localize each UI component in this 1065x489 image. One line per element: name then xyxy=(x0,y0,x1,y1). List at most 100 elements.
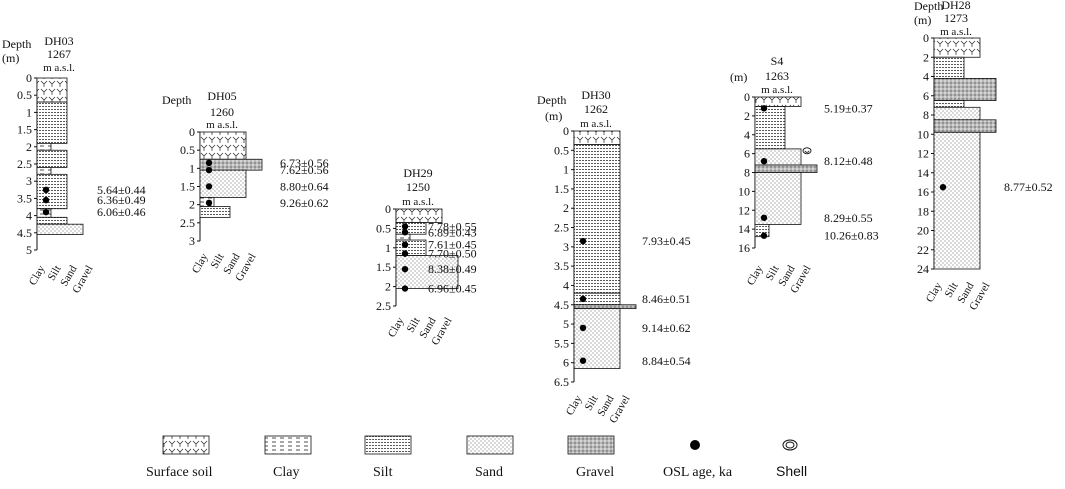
depth-tick-label: 24 xyxy=(917,262,929,276)
osl-sample-dot xyxy=(42,186,50,193)
osl-sample-dot xyxy=(760,157,768,165)
depth-tick-label: 5 xyxy=(563,317,569,331)
legend-swatch-gravel xyxy=(567,435,615,455)
osl-sample-dot xyxy=(42,196,50,204)
layer-silt xyxy=(754,106,786,150)
grain-size-label: Clay xyxy=(27,263,48,287)
osl-sample-dot xyxy=(760,214,768,221)
depth-tick-label: 4 xyxy=(923,70,929,84)
layer-silt xyxy=(395,239,427,256)
layer-silt xyxy=(199,206,231,218)
depth-tick-label: 12 xyxy=(917,147,929,161)
layer-sand xyxy=(933,131,981,270)
depth-tick-label: 1 xyxy=(563,163,569,177)
depth-tick-label: 10 xyxy=(917,127,929,141)
legend-label: Gravel xyxy=(576,465,614,480)
layer-sand xyxy=(36,223,84,235)
core-name: DH05 xyxy=(207,89,236,103)
depth-tick-label: 10 xyxy=(738,184,750,198)
legend-swatch-clay xyxy=(264,435,312,455)
layer-gravel xyxy=(573,304,637,310)
depth-tick-label: 8 xyxy=(923,108,929,122)
depth-tick-label: 6 xyxy=(744,147,750,161)
osl-age-label: 7.70±0.50 xyxy=(428,247,477,261)
grain-size-label: Clay xyxy=(190,251,211,275)
osl-sample-dot xyxy=(401,223,409,230)
depth-tick-label: 3 xyxy=(563,240,569,254)
osl-sample-dot xyxy=(401,241,409,248)
osl-age-label: 6.73±0.56 xyxy=(280,156,329,170)
osl-age-label: 8.38±0.49 xyxy=(428,262,477,276)
layer-silt xyxy=(36,216,68,225)
legend-label: Silt xyxy=(373,465,393,480)
core-elevation: 1260 xyxy=(210,105,234,119)
legend-swatch-sand xyxy=(466,435,514,455)
osl-age-label: 8.29±0.55 xyxy=(824,211,873,225)
depth-tick-label: 2.5 xyxy=(554,221,569,235)
depth-tick-label: 8 xyxy=(744,166,750,180)
depth-tick-label: 6 xyxy=(563,356,569,370)
depth-tick-label: 6.5 xyxy=(554,375,569,389)
osl-sample-dot xyxy=(579,295,587,303)
depth-tick-label: 2.5 xyxy=(376,299,391,313)
depth-tick-label: 2 xyxy=(189,198,195,212)
depth-tick-label: 3 xyxy=(189,234,195,248)
layer-silt xyxy=(36,101,68,144)
depth-axis-label: Depth xyxy=(162,93,191,107)
core-elevation-unit: m a.s.l. xyxy=(43,62,75,74)
layer-soil xyxy=(573,130,621,145)
osl-age-label: 8.12±0.48 xyxy=(824,154,873,168)
depth-axis-label: (m) xyxy=(730,70,747,84)
depth-tick-label: 5 xyxy=(26,243,32,257)
osl-sample-dot xyxy=(760,232,768,239)
osl-age-label: 8.46±0.51 xyxy=(642,292,691,306)
layer-soil xyxy=(754,96,802,107)
depth-tick-label: 4 xyxy=(563,278,569,292)
layer-silt xyxy=(395,222,427,235)
osl-age-label: 8.77±0.52 xyxy=(1004,180,1053,194)
osl-age-label: 6.89±0.43 xyxy=(428,225,477,239)
depth-axis-label: (m) xyxy=(914,13,931,27)
layer-clay xyxy=(36,167,52,175)
legend-swatch-silt xyxy=(364,435,412,455)
core-name: DH03 xyxy=(44,34,73,48)
legend-swatch-soil xyxy=(162,435,210,455)
legend-item-gravel: Gravel xyxy=(567,435,615,480)
legend-item-shell: Shell xyxy=(776,439,807,479)
osl-age-label: 7.93±0.45 xyxy=(642,234,691,248)
shell-icon xyxy=(782,439,798,451)
depth-tick-label: 3 xyxy=(26,174,32,188)
depth-tick-label: 4 xyxy=(744,128,750,142)
grain-size-label: Clay xyxy=(564,393,585,417)
depth-axis-label: (m) xyxy=(2,51,19,65)
depth-tick-label: 0.5 xyxy=(17,88,32,102)
depth-tick-label: 0.5 xyxy=(180,143,195,157)
legend-item-silt: Silt xyxy=(364,435,412,480)
core-elevation: 1273 xyxy=(944,11,968,25)
depth-tick-label: 2 xyxy=(923,50,929,64)
osl-sample-dot xyxy=(205,199,213,207)
layer-sand xyxy=(199,169,247,198)
osl-sample-dot xyxy=(401,265,409,273)
core-elevation-unit: m a.s.l. xyxy=(940,26,972,38)
depth-tick-label: 5.5 xyxy=(554,336,569,350)
osl-sample-dot xyxy=(760,105,768,112)
depth-tick-label: 3.5 xyxy=(554,259,569,273)
depth-tick-label: 0 xyxy=(385,202,391,216)
core-name: S4 xyxy=(771,54,784,68)
core-name: DH29 xyxy=(403,166,432,180)
grain-size-label: Clay xyxy=(386,315,407,339)
depth-tick-label: 0.5 xyxy=(554,143,569,157)
layer-silt xyxy=(573,144,621,294)
depth-tick-label: 1 xyxy=(385,241,391,255)
legend-item-osl: OSL age, ka xyxy=(663,440,733,480)
osl-sample-dot xyxy=(205,159,213,167)
core-elevation-unit: m a.s.l. xyxy=(402,196,434,208)
depth-axis-label: Depth xyxy=(537,93,566,107)
depth-tick-label: 2.5 xyxy=(17,157,32,171)
